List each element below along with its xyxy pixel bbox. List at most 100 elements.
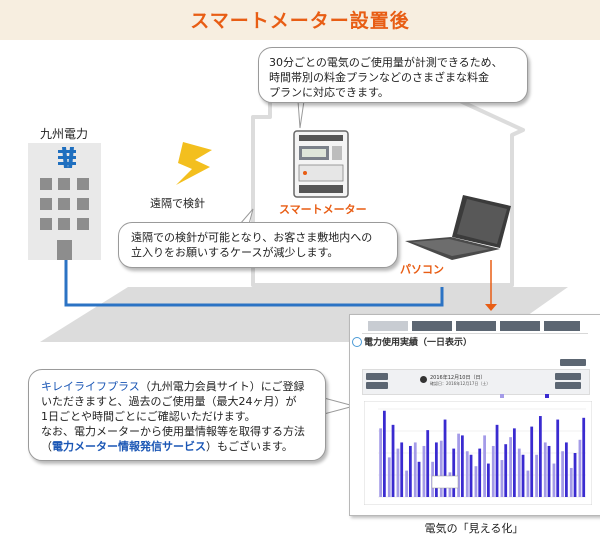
screen-tab <box>544 321 580 331</box>
screen-tab <box>368 321 408 331</box>
bubble-line: 時間帯別の料金プランなどのさまざまな料金 <box>269 71 489 84</box>
screen-tab <box>500 321 540 331</box>
bubble-top-tail <box>297 100 305 129</box>
screen-divider <box>362 333 588 334</box>
screen-subdate: 確認日：2016年12月17日（土） <box>430 381 491 386</box>
chart-bar <box>417 461 421 497</box>
screen-button <box>555 382 581 389</box>
chart-bar <box>483 435 486 497</box>
chart-bar <box>434 442 438 497</box>
bubble-text: ）もございます。 <box>206 440 293 453</box>
header-banner <box>0 0 600 40</box>
chart-bar <box>517 448 521 497</box>
chart-bar <box>530 426 534 497</box>
chart-bar <box>561 451 564 497</box>
bubble-line: 30分ごとの電気のご使用量が計測できるため、 <box>269 56 503 69</box>
chart-bar <box>573 453 577 497</box>
chart-bar <box>509 437 512 497</box>
screen-button <box>366 382 388 389</box>
kyuden-logo-icon <box>58 147 76 168</box>
screen-date: 2016年12月10日（日） <box>430 375 486 381</box>
bubble-line: なお、電力メーターから使用量情報等を取得する方法 <box>41 425 305 438</box>
laptop-icon <box>405 195 511 260</box>
chart-bar <box>526 470 530 497</box>
chart-bar <box>422 445 426 497</box>
bubble-text: （ <box>41 440 52 453</box>
screen-tab <box>456 321 496 331</box>
bubble-line: いただきますと、過去のご使用量（最大24ヶ月）が <box>41 395 297 408</box>
screen-button <box>555 373 581 380</box>
chart-grid <box>378 408 586 498</box>
meter-info-service-link[interactable]: 電力メーター情報発信サービス <box>52 440 206 453</box>
company-label: 九州電力 <box>40 127 89 141</box>
chart-bar <box>556 419 560 497</box>
meter-info-bubble: 30分ごとの電気のご使用量が計測できるため、 時間帯別の料金プランなどのさまざま… <box>258 47 528 103</box>
service-info-bubble: キレイライフプラス（九州電力会員サイト）にご登録 いただきますと、過去のご使用量… <box>28 369 326 461</box>
chart-bar <box>504 444 508 497</box>
chart-bar <box>460 435 464 497</box>
chart-bar <box>382 410 386 497</box>
usage-bar-chart <box>364 401 592 505</box>
screen-title: 電力使用実績（一日表示） <box>364 338 473 348</box>
usage-screen-image: 電力使用実績（一日表示） 2016年12月10日（日） 確認日：2016年12月… <box>349 314 600 516</box>
remote-reading-bubble: 遠隔での検針が可能となり、お客さま敷地内への 立入りをお願いするケースが減少しま… <box>118 222 398 268</box>
chart-bar <box>512 428 516 497</box>
chart-bar <box>474 466 478 497</box>
chart-bar <box>387 457 391 497</box>
chart-bar <box>521 454 525 497</box>
down-arrow-icon <box>485 260 497 311</box>
screen-tab <box>412 321 452 331</box>
bubble-line: 立入りをお願いするケースが減少します。 <box>131 246 339 259</box>
legend-swatch-dark <box>545 394 549 398</box>
chart-bar <box>443 419 447 497</box>
chart-bar <box>439 440 443 497</box>
chart-bar <box>396 448 400 497</box>
smart-meter-icon <box>293 130 349 198</box>
chart-bar <box>569 467 573 497</box>
bubble-line: プランに対応できます。 <box>269 86 389 99</box>
chart-bar <box>408 445 412 497</box>
chart-bar <box>552 463 556 497</box>
pc-label: パソコン <box>400 263 444 276</box>
visualization-caption: 電気の「見える化」 <box>424 522 524 535</box>
company-building <box>28 143 101 260</box>
chart-bar <box>491 445 495 497</box>
lightning-icon <box>176 142 212 185</box>
prev-day-icon <box>420 376 427 383</box>
chart-bar <box>405 470 408 497</box>
chart-bar <box>486 463 490 497</box>
screen-date-bar <box>362 369 590 395</box>
screen-title-icon <box>352 337 362 347</box>
chart-bar <box>495 424 499 497</box>
bubble-text: （九州電力会員サイト）にご登録 <box>139 380 305 393</box>
chart-bar <box>500 460 504 497</box>
connection-line <box>64 260 444 307</box>
bubble-line: 1日ごとや時間ごとにご確認いただけます。 <box>41 410 256 423</box>
chart-bar <box>478 448 482 497</box>
chart-bar <box>564 442 568 497</box>
legend-swatch-light <box>500 394 504 398</box>
remote-reading-label: 遠隔で検針 <box>150 197 205 210</box>
chart-bar <box>582 417 586 497</box>
screen-button <box>560 359 586 366</box>
chart-bar <box>543 442 547 497</box>
building-windows <box>40 178 89 260</box>
bubble-line: （電力メーター情報発信サービス）もございます。 <box>41 439 313 454</box>
chart-bar <box>465 451 469 497</box>
bubble-line: 遠隔での検針が可能となり、お客さま敷地内への <box>131 231 373 244</box>
chart-bar <box>413 442 417 497</box>
kirei-life-plus-link[interactable]: キレイライフプラス <box>41 380 140 393</box>
page-title: スマートメーター設置後 <box>190 10 410 32</box>
chart-tooltip <box>431 475 459 489</box>
chart-bar <box>400 442 404 497</box>
bubble-line: キレイライフプラス（九州電力会員サイト）にご登録 <box>41 379 313 394</box>
chart-bar <box>379 428 382 497</box>
chart-bar <box>535 454 538 497</box>
smart-meter-label: スマートメーター <box>279 203 367 216</box>
chart-bar <box>452 448 456 497</box>
chart-bar <box>538 416 542 497</box>
screen-button <box>366 373 388 380</box>
chart-bar <box>547 445 551 497</box>
chart-bar <box>469 454 473 497</box>
chart-bar <box>578 439 582 497</box>
